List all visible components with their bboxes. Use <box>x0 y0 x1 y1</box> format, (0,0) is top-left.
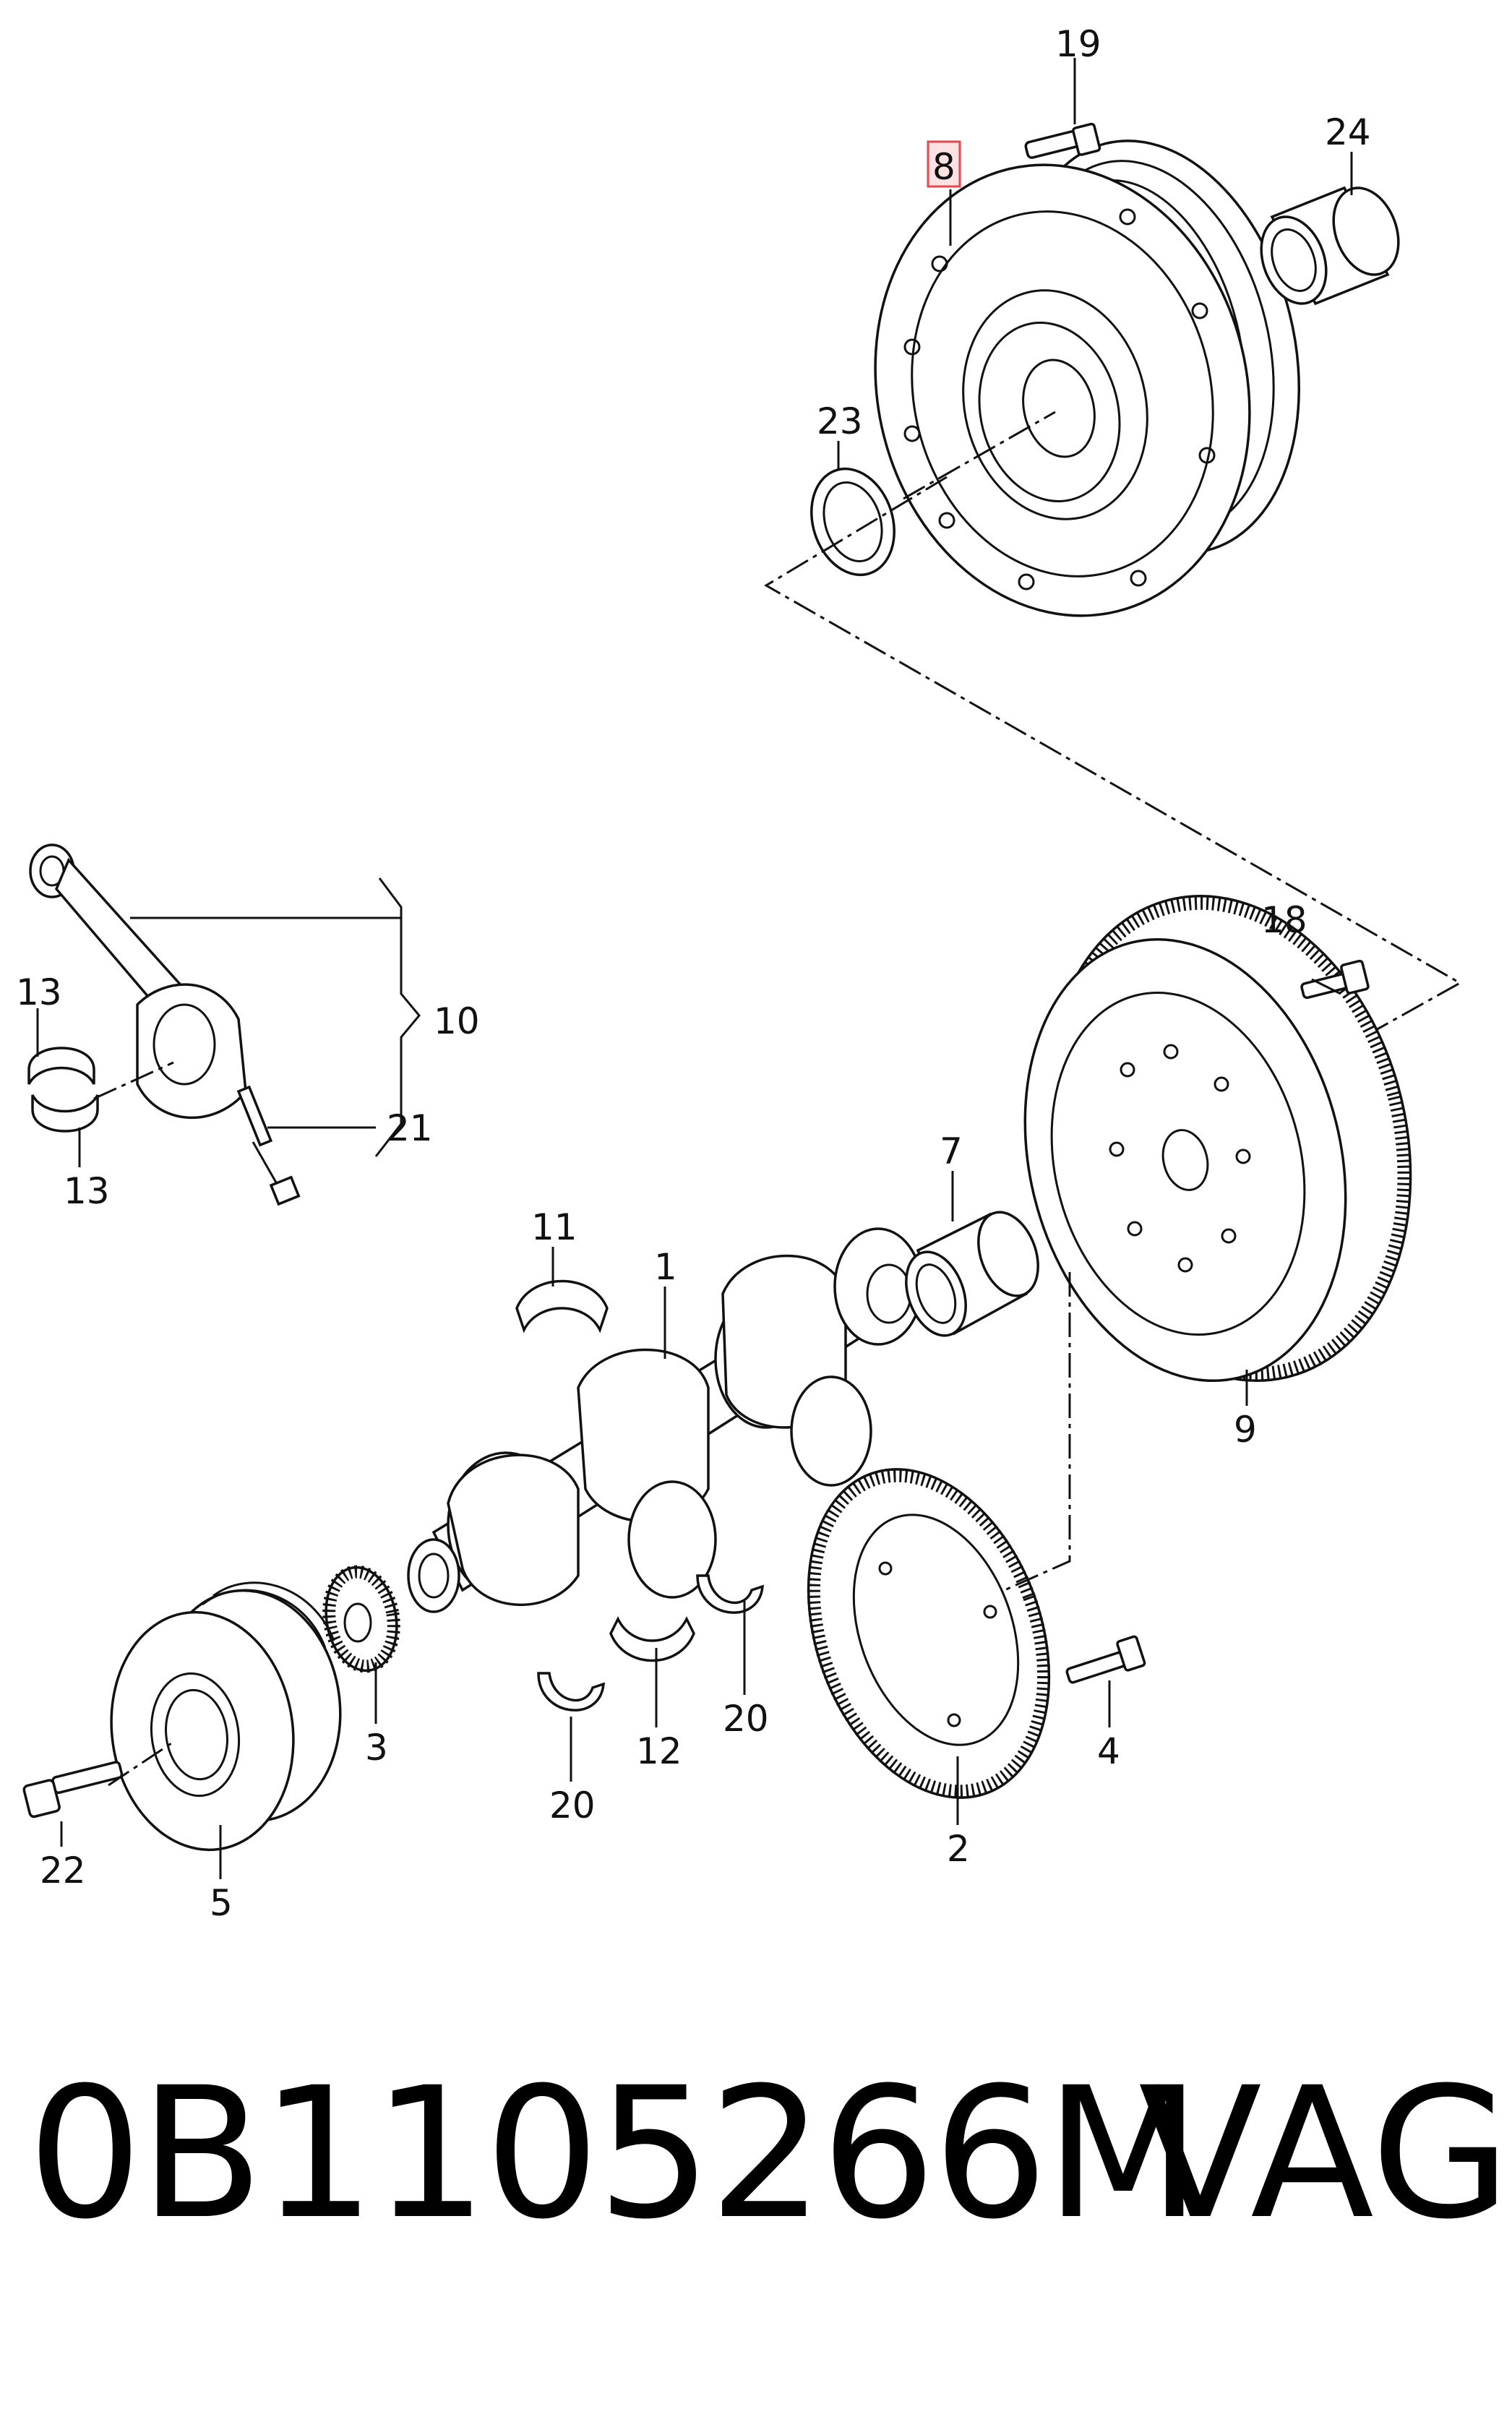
callout-11: 11 <box>531 1206 577 1248</box>
callout-18: 18 <box>1261 899 1307 941</box>
seal-ring-part-23[interactable] <box>799 458 908 586</box>
bearing-shell-part-12[interactable] <box>609 1616 695 1662</box>
thrust-washer-part-20b[interactable] <box>696 1574 764 1614</box>
callout-13-bottom: 13 <box>64 1170 110 1212</box>
callout-10: 10 <box>434 1000 480 1042</box>
crankshaft-pulley-part-5[interactable] <box>96 1579 355 1862</box>
callout-20-left: 20 <box>549 1785 596 1826</box>
axis-line-pulley <box>108 1740 174 1787</box>
crankshaft-gear-part-3[interactable] <box>318 1562 405 1676</box>
callout-22: 22 <box>40 1850 86 1891</box>
callout-21: 21 <box>387 1107 433 1149</box>
crankshaft-part-1[interactable] <box>407 1227 923 1613</box>
flywheel-part-9[interactable] <box>980 857 1460 1420</box>
connecting-rod-part-10[interactable] <box>29 843 301 1206</box>
pilot-bearing-part-7[interactable] <box>895 1204 1049 1344</box>
brand-label: VAG <box>1138 2048 1511 2259</box>
callout-8: 8 <box>932 146 955 188</box>
bracket-part-10 <box>374 877 421 1157</box>
callout-2: 2 <box>947 1828 970 1870</box>
callout-9: 9 <box>1234 1409 1257 1451</box>
flywheel-plate-part-8[interactable] <box>828 111 1340 656</box>
callout-3: 3 <box>365 1727 388 1769</box>
footer: 0B1105266M VAG <box>0 2045 1512 2277</box>
bolt-part-22[interactable] <box>22 1761 124 1818</box>
callout-4: 4 <box>1097 1730 1120 1772</box>
callout-5: 5 <box>210 1882 233 1924</box>
callout-20-right: 20 <box>723 1698 769 1740</box>
axis-line-part-8 <box>903 411 1056 500</box>
needle-bearing-part-24[interactable] <box>1250 179 1409 312</box>
callout-24: 24 <box>1325 111 1371 153</box>
callout-23: 23 <box>817 400 863 442</box>
leader-lines <box>60 58 1353 1879</box>
rod-bearing-shells-part-13[interactable] <box>27 1047 99 1133</box>
drive-plate-part-2[interactable] <box>765 1435 1092 1832</box>
callout-12: 12 <box>636 1730 682 1772</box>
callout-8-highlight[interactable]: 8 <box>927 140 961 188</box>
exploded-parts-diagram: 19 24 8 23 18 7 9 10 21 13 13 11 1 20 12… <box>16 23 1463 1924</box>
callout-13-top: 13 <box>16 971 62 1013</box>
axis-line-rod <box>93 1061 174 1100</box>
callout-7: 7 <box>940 1130 963 1172</box>
bolt-part-19[interactable] <box>1024 122 1101 159</box>
callout-1: 1 <box>654 1246 677 1288</box>
thrust-washer-part-20a[interactable] <box>537 1672 605 1712</box>
callout-19: 19 <box>1055 23 1101 65</box>
part-number: 0B1105266M <box>27 2048 1201 2259</box>
main-bearing-shell-part-11[interactable] <box>515 1279 609 1334</box>
assembly-line-upper <box>764 476 1463 1053</box>
assembly-line-lower <box>1004 1272 1071 1592</box>
bolt-part-4[interactable] <box>1065 1635 1146 1684</box>
